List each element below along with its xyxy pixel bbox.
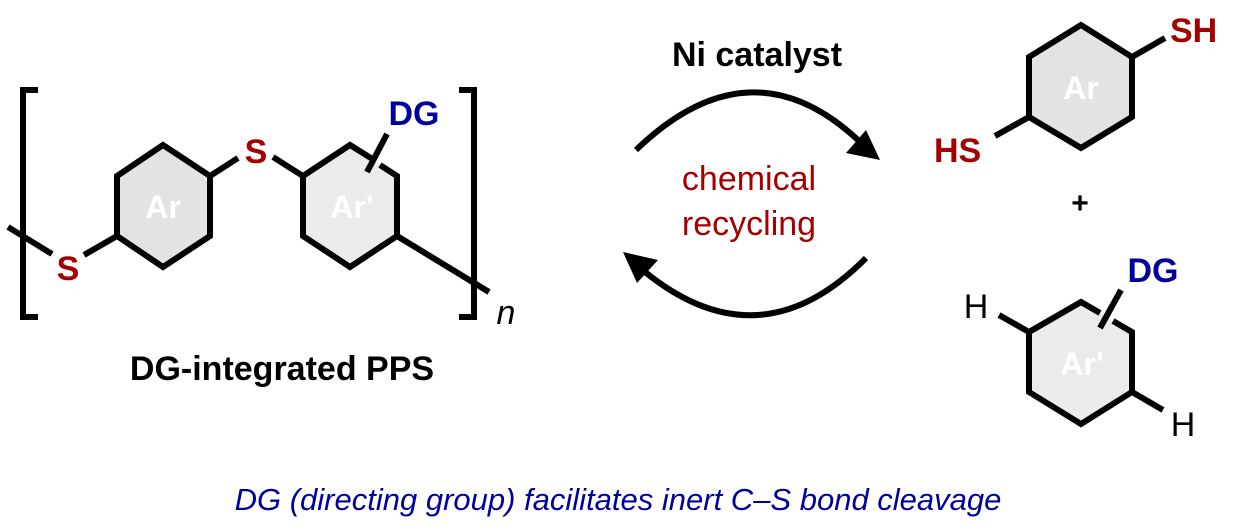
polymer-structure: S S Ar Ar' DG n DG-integrated PPS [6, 87, 516, 388]
hydrogen-label: H [1171, 406, 1196, 444]
bond-h-top [997, 312, 1031, 335]
dithiol-product: Ar SH HS [934, 12, 1217, 170]
thiol-label-right: SH [1170, 12, 1217, 50]
ar-prime-ring-fill [303, 145, 397, 267]
chain-bond-right [395, 233, 491, 295]
chain-bond-left [6, 224, 54, 257]
dg-bond [1097, 288, 1124, 330]
catalyst-label: Ni catalyst [672, 36, 842, 74]
bond-s-arprime [271, 154, 305, 179]
repeat-subscript: n [497, 294, 516, 332]
ring-label: Ar [145, 189, 181, 225]
arene-product: Ar' DG H H [964, 252, 1196, 444]
sulfur-label: S [57, 250, 80, 288]
bond-ar-sh [1130, 35, 1167, 60]
process-label-line2: recycling [682, 205, 816, 243]
bond-ar-s [208, 155, 240, 179]
bond-s-ar [82, 233, 119, 258]
directing-group-label: DG [1128, 252, 1179, 290]
bond-ar-hs [993, 114, 1031, 139]
dg-bond [364, 132, 390, 174]
hydrogen-label: H [964, 288, 989, 326]
reaction-arrows: Ni catalyst chemical recycling [623, 36, 880, 319]
process-label-line1: chemical [682, 160, 816, 198]
bond-h-bottom [1130, 389, 1165, 413]
polymer-name: DG-integrated PPS [130, 350, 434, 388]
ring-label: Ar' [1060, 346, 1103, 382]
ring-label: Ar [1063, 70, 1099, 106]
right-bracket [459, 87, 477, 320]
ar-prime-ring [300, 141, 400, 271]
forward-arrow [633, 89, 861, 153]
left-bracket [20, 87, 38, 320]
forward-arrowhead [846, 130, 880, 160]
directing-group-label: DG [389, 95, 440, 133]
thiol-label-left: HS [934, 132, 981, 170]
reverse-arrowhead [623, 252, 658, 283]
ar-prime-ring [1026, 298, 1135, 428]
plus-sign: + [1071, 187, 1089, 220]
ar-prime-ring-fill [1029, 302, 1132, 424]
sulfur-label: S [245, 133, 268, 171]
reverse-arrow [643, 255, 869, 319]
caption: DG (directing group) facilitates inert C… [235, 482, 1002, 517]
ring-label: Ar' [330, 189, 373, 225]
